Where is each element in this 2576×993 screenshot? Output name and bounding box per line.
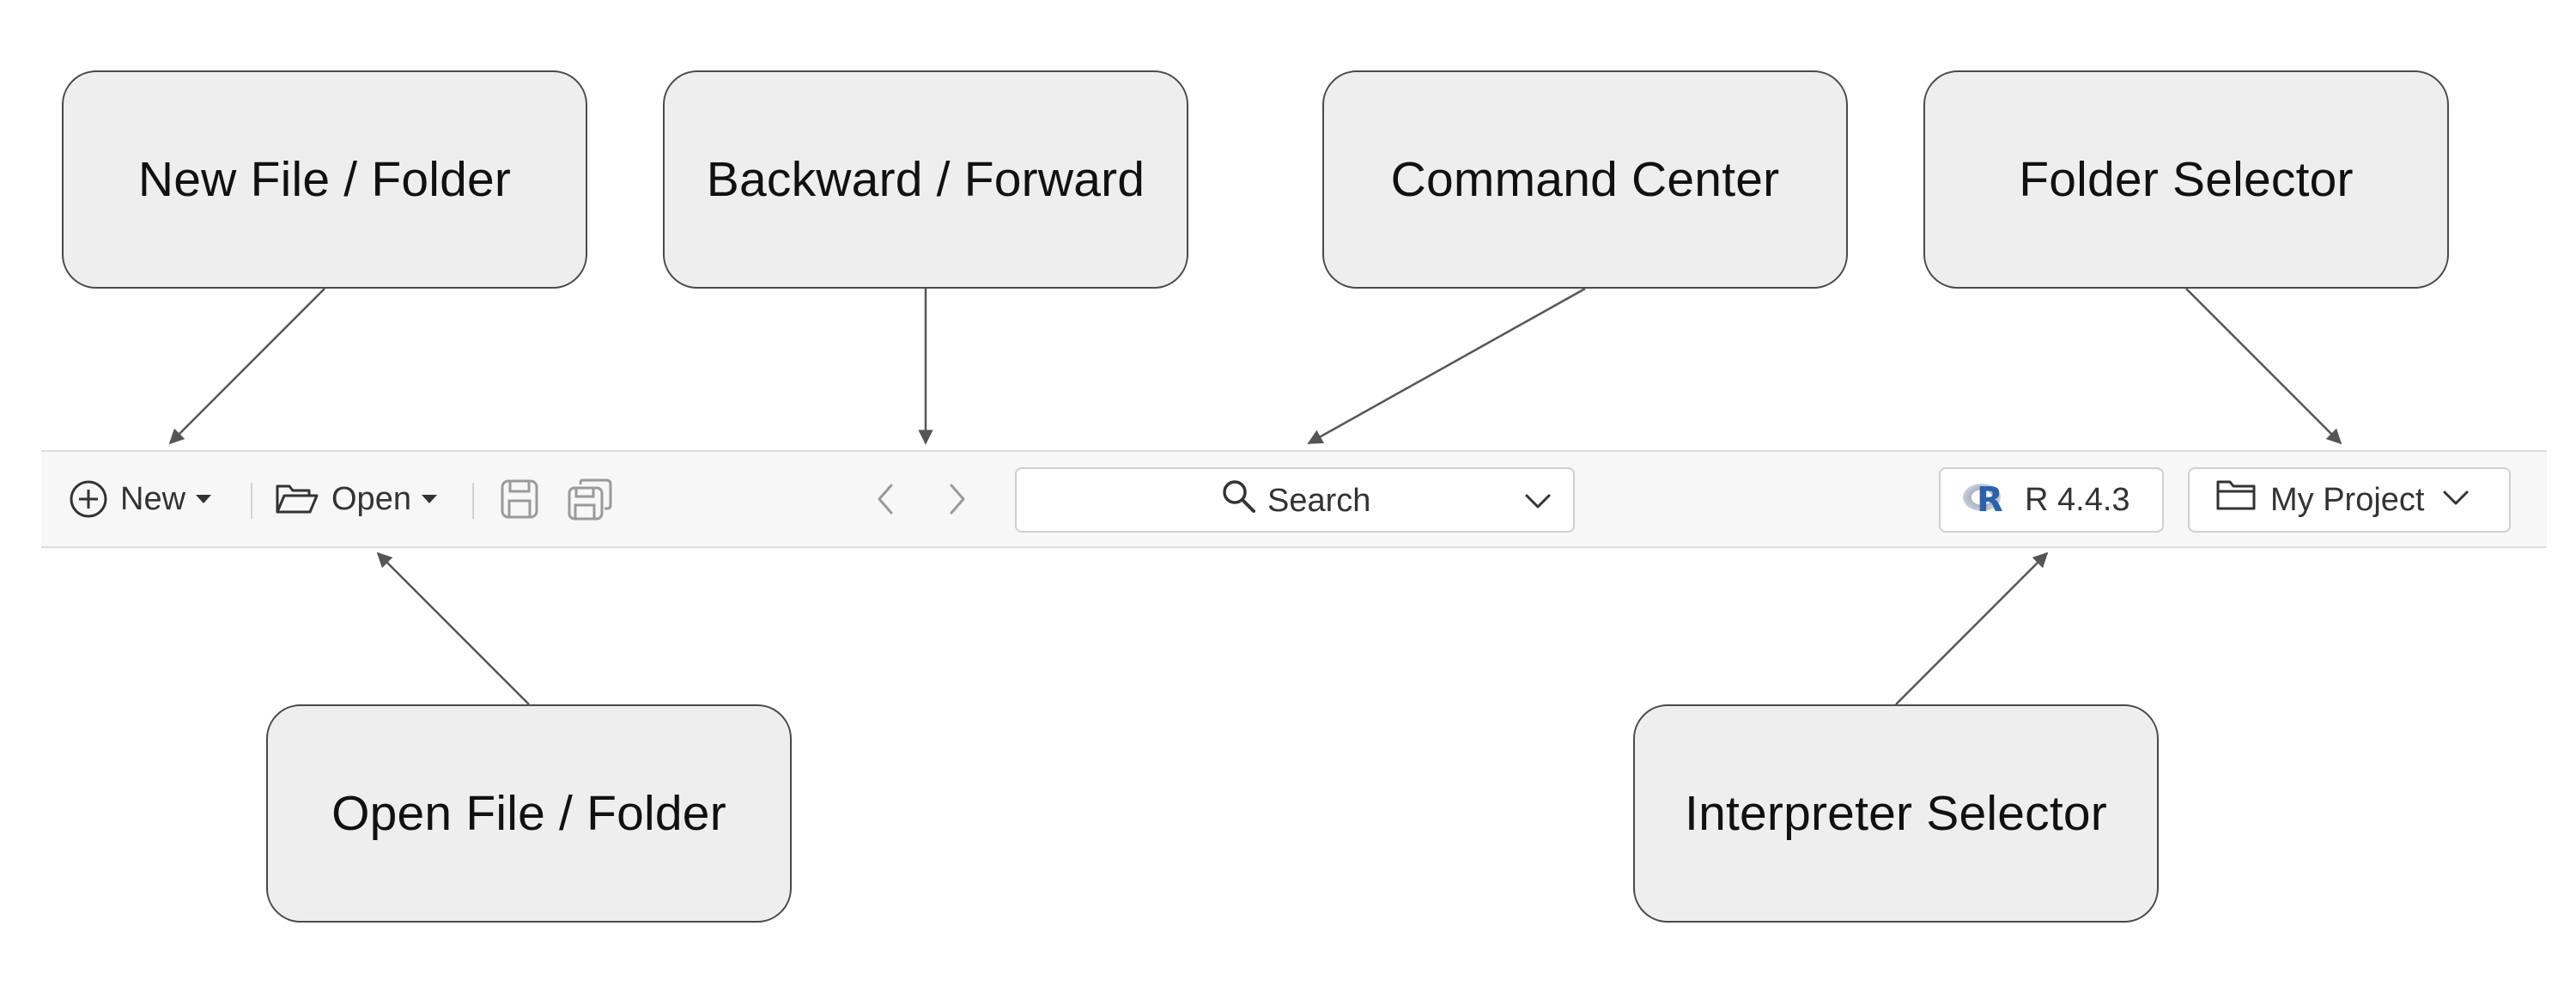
toolbar-divider <box>472 483 474 519</box>
save-all-icon <box>567 478 613 521</box>
search-content: Search <box>1219 478 1370 524</box>
r-logo-ring <box>1963 484 2001 511</box>
plus-circle-icon <box>69 479 108 519</box>
caret-down-icon <box>196 495 212 503</box>
chevron-down-icon <box>2441 482 2470 519</box>
arrow-folder-selector <box>2185 288 2342 445</box>
open-label: Open <box>331 480 411 517</box>
caret-down-icon <box>421 495 437 503</box>
r-logo-icon: R <box>1963 480 2013 520</box>
forward-button[interactable] <box>945 473 970 525</box>
callout-folder-selector: Folder Selector <box>1923 70 2449 289</box>
arrow-new <box>168 288 325 445</box>
callout-open-file-folder: Open File / Folder <box>266 704 792 923</box>
folder-open-icon <box>275 481 319 517</box>
back-button[interactable] <box>872 473 898 525</box>
callout-command-center: Command Center <box>1322 70 1848 289</box>
callout-backward-forward: Backward / Forward <box>663 70 1188 289</box>
new-label: New <box>120 480 186 517</box>
chevron-down-icon[interactable] <box>1523 488 1552 518</box>
interpreter-selector[interactable]: R R 4.4.3 <box>1939 467 2164 533</box>
folder-selector[interactable]: My Project <box>2188 467 2511 533</box>
chevron-left-icon <box>872 480 898 518</box>
command-center-search[interactable]: Search <box>1015 467 1575 533</box>
callout-interpreter-selector: Interpreter Selector <box>1633 704 2159 923</box>
folder-label: My Project <box>2270 481 2425 518</box>
arrow-open <box>376 551 530 705</box>
toolbar-divider <box>251 483 252 519</box>
chevron-right-icon <box>945 480 970 518</box>
search-icon <box>1219 477 1259 525</box>
new-button[interactable]: New <box>69 473 212 525</box>
open-button[interactable]: Open <box>275 473 437 525</box>
save-all-button[interactable] <box>567 473 613 525</box>
toolbar: New Open <box>41 450 2547 548</box>
callout-new-file-folder: New File / Folder <box>62 70 587 289</box>
r-logo-letter: R <box>1977 480 2003 520</box>
arrow-command-center <box>1307 287 1586 445</box>
save-button[interactable] <box>500 473 539 525</box>
folder-icon <box>2215 478 2257 521</box>
interpreter-label: R 4.4.3 <box>2025 481 2130 518</box>
save-icon <box>500 478 539 520</box>
search-label: Search <box>1267 482 1371 519</box>
arrow-interpreter <box>1895 551 2049 705</box>
